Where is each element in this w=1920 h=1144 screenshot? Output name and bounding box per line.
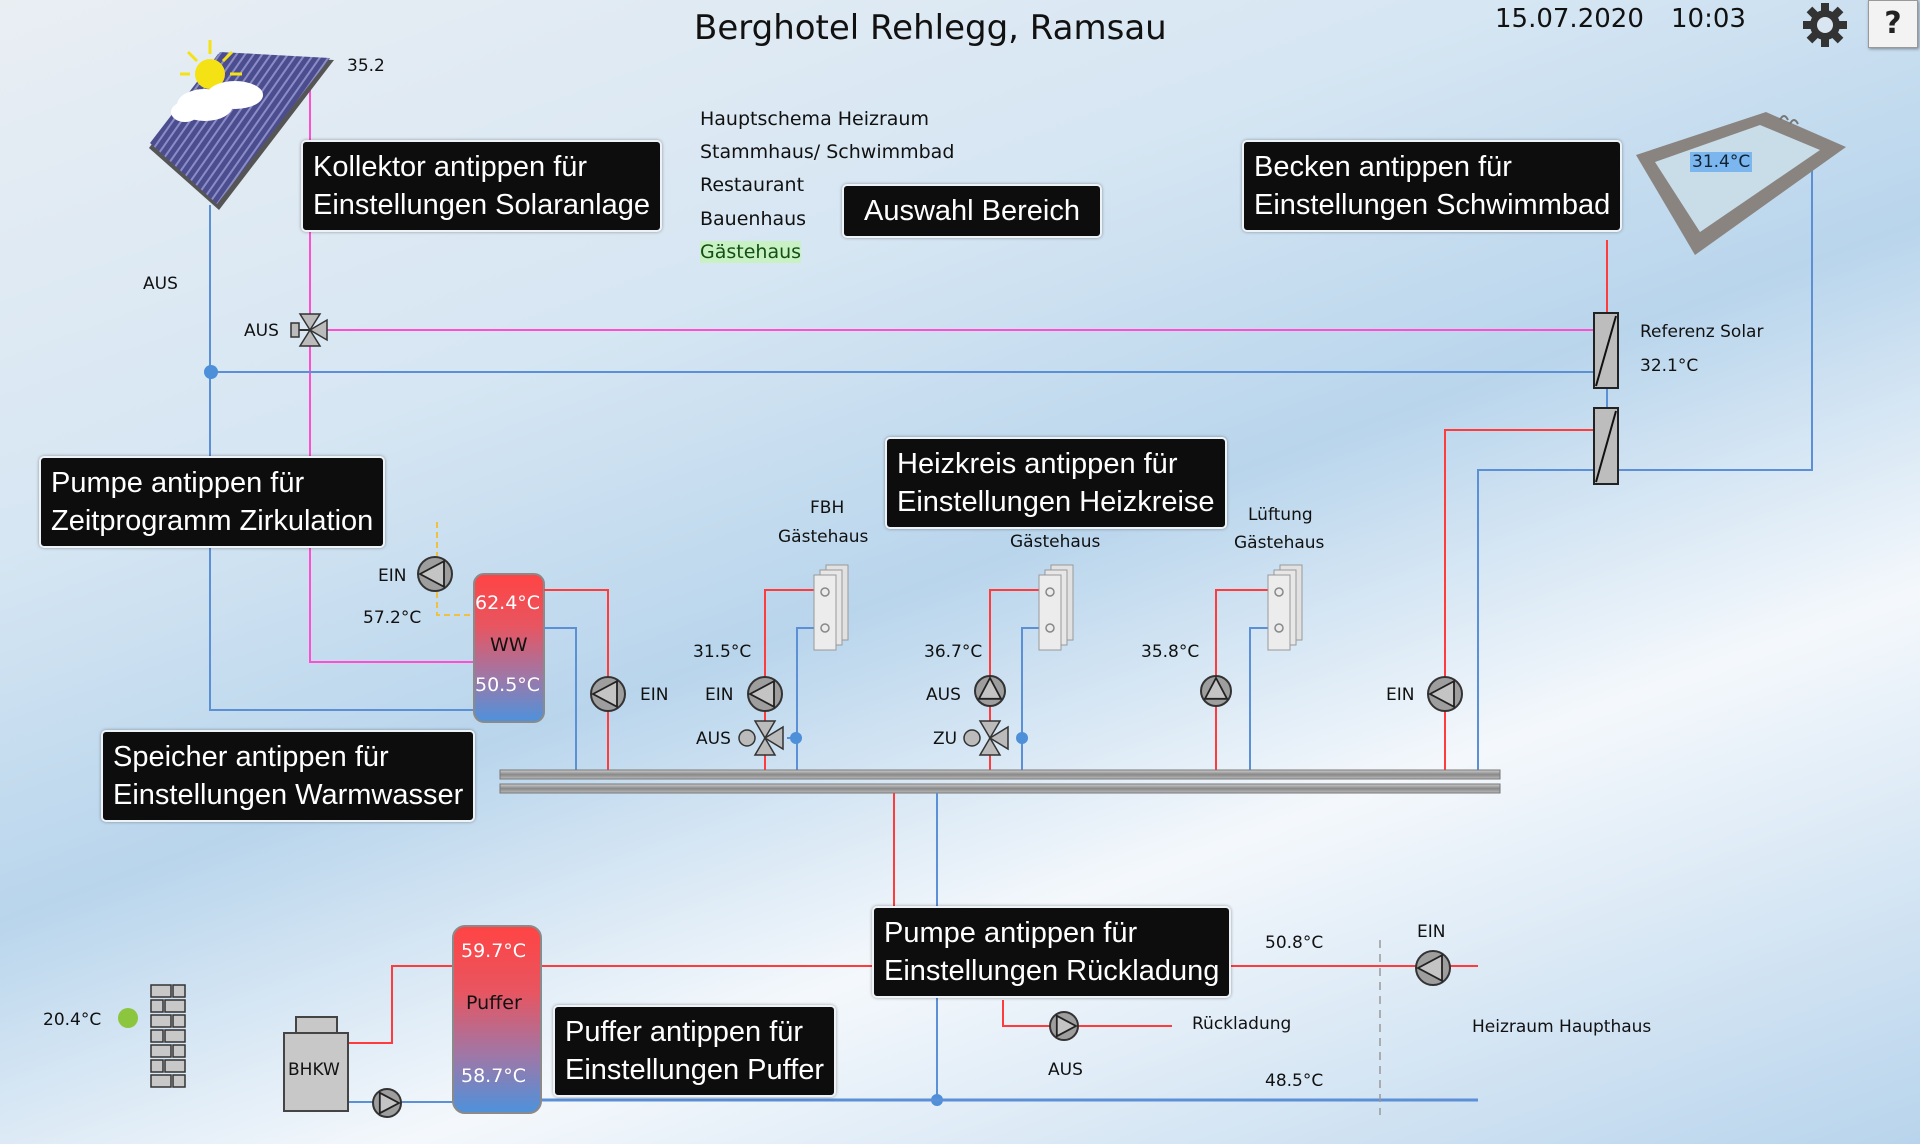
- hc1-pump-status: EIN: [705, 685, 734, 705]
- mixer-valve-icon[interactable]: [738, 720, 784, 756]
- dhw-bottom-temp: 50.5°C: [475, 674, 541, 696]
- collector-temp: 35.2: [347, 56, 385, 76]
- mixer-valve-icon[interactable]: [963, 720, 1009, 756]
- reference-solar-temp: 32.1°C: [1640, 356, 1699, 376]
- hc3-temp: 35.8°C: [1141, 642, 1200, 662]
- outdoor-status-dot: [118, 1008, 138, 1028]
- hc1-mixer-status: AUS: [696, 729, 731, 749]
- time-display: 10:03: [1671, 4, 1746, 34]
- page-title: Berghotel Rehlegg, Ramsau: [694, 8, 1167, 48]
- junction-dot: [204, 365, 218, 379]
- dhw-charge-pump-icon[interactable]: [590, 676, 626, 712]
- chp-pump-icon[interactable]: [372, 1088, 402, 1118]
- dhw-top-temp: 62.4°C: [475, 592, 541, 614]
- circulation-line: [436, 522, 474, 616]
- hc2-name-line2: Gästehaus: [1010, 532, 1101, 552]
- dhw-tank-label: WW: [490, 634, 528, 656]
- hc1-name-line1: FBH: [810, 498, 845, 518]
- solar-valve-icon[interactable]: [290, 313, 328, 347]
- radiator-icon[interactable]: [813, 564, 849, 651]
- buffer-tank[interactable]: [452, 925, 542, 1114]
- recharge-return-temp: 48.5°C: [1265, 1071, 1324, 1091]
- sun-icon: [180, 40, 242, 100]
- pool-pump-status: EIN: [1386, 685, 1415, 705]
- nav-item-hauptschema[interactable]: Hauptschema Heizraum: [700, 108, 929, 130]
- main-pump-status: EIN: [1417, 922, 1446, 942]
- recharge-flow-temp: 50.8°C: [1265, 933, 1324, 953]
- reference-solar-label: Referenz Solar: [1640, 322, 1764, 342]
- hc2-mixer-status: ZU: [933, 729, 958, 749]
- hc1-pump-icon[interactable]: [747, 676, 783, 712]
- chp-label: BHKW: [288, 1060, 340, 1080]
- circulation-pump-icon[interactable]: [417, 556, 453, 592]
- pool-basin[interactable]: [1636, 112, 1846, 255]
- distribution-manifold: [499, 769, 1501, 794]
- circulation-pump-status: EIN: [378, 566, 407, 586]
- hc1-temp: 31.5°C: [693, 642, 752, 662]
- heating-circuit-pipes: [764, 589, 1273, 770]
- nav-item-bauenhaus[interactable]: Bauenhaus: [700, 208, 807, 230]
- buffer-top-temp: 59.7°C: [461, 940, 527, 962]
- pool-pipes: [1444, 170, 1813, 770]
- buffer-bottom-temp: 58.7°C: [461, 1065, 527, 1087]
- radiator-icon[interactable]: [1267, 564, 1303, 651]
- pool-temp: 31.4°C: [1690, 152, 1753, 172]
- hc3-name-line2: Gästehaus: [1234, 533, 1325, 553]
- outdoor-temp: 20.4°C: [43, 1010, 102, 1030]
- recharge-pump-status: AUS: [1048, 1060, 1083, 1080]
- dhw-charge-pump-status: EIN: [640, 685, 669, 705]
- hc3-name-line1: Lüftung: [1248, 505, 1313, 525]
- gear-icon: [1803, 3, 1847, 47]
- heat-exchanger-solar[interactable]: [1593, 312, 1619, 389]
- circulation-temp: 57.2°C: [363, 608, 422, 628]
- pool-pump-icon[interactable]: [1427, 676, 1463, 712]
- main-room-label: Heizraum Haupthaus: [1472, 1017, 1652, 1037]
- nav-item-stammhaus[interactable]: Stammhaus/ Schwimmbad: [700, 141, 955, 163]
- dhw-tank[interactable]: [473, 573, 545, 723]
- nav-item-gaestehaus[interactable]: Gästehaus: [700, 241, 802, 263]
- recharge-pump-icon[interactable]: [1049, 1011, 1079, 1041]
- hc2-pump-status: AUS: [926, 685, 961, 705]
- solar-valve-status: AUS: [244, 321, 279, 341]
- main-pump-icon[interactable]: [1415, 950, 1451, 986]
- solar-collector[interactable]: [149, 40, 334, 210]
- chp-unit[interactable]: [283, 1016, 349, 1112]
- recharge-label: Rückladung: [1192, 1014, 1292, 1034]
- hc2-pump-icon[interactable]: [974, 675, 1006, 707]
- heat-exchanger-pool[interactable]: [1593, 407, 1619, 485]
- help-button[interactable]: ?: [1868, 0, 1918, 48]
- nav-item-restaurant[interactable]: Restaurant: [700, 174, 805, 196]
- wall-icon: [150, 984, 186, 1088]
- hc3-pump-icon[interactable]: [1200, 675, 1232, 707]
- buffer-label: Puffer: [466, 992, 522, 1014]
- settings-button[interactable]: [1800, 0, 1850, 50]
- solar-pump-status: AUS: [143, 274, 178, 294]
- radiator-icon[interactable]: [1038, 564, 1074, 651]
- date-display: 15.07.2020: [1495, 4, 1644, 34]
- cloud-icon: [171, 81, 263, 122]
- hc1-name-line2: Gästehaus: [778, 527, 869, 547]
- hc2-temp: 36.7°C: [924, 642, 983, 662]
- area-select-button[interactable]: Auswahl Bereich: [842, 184, 1102, 238]
